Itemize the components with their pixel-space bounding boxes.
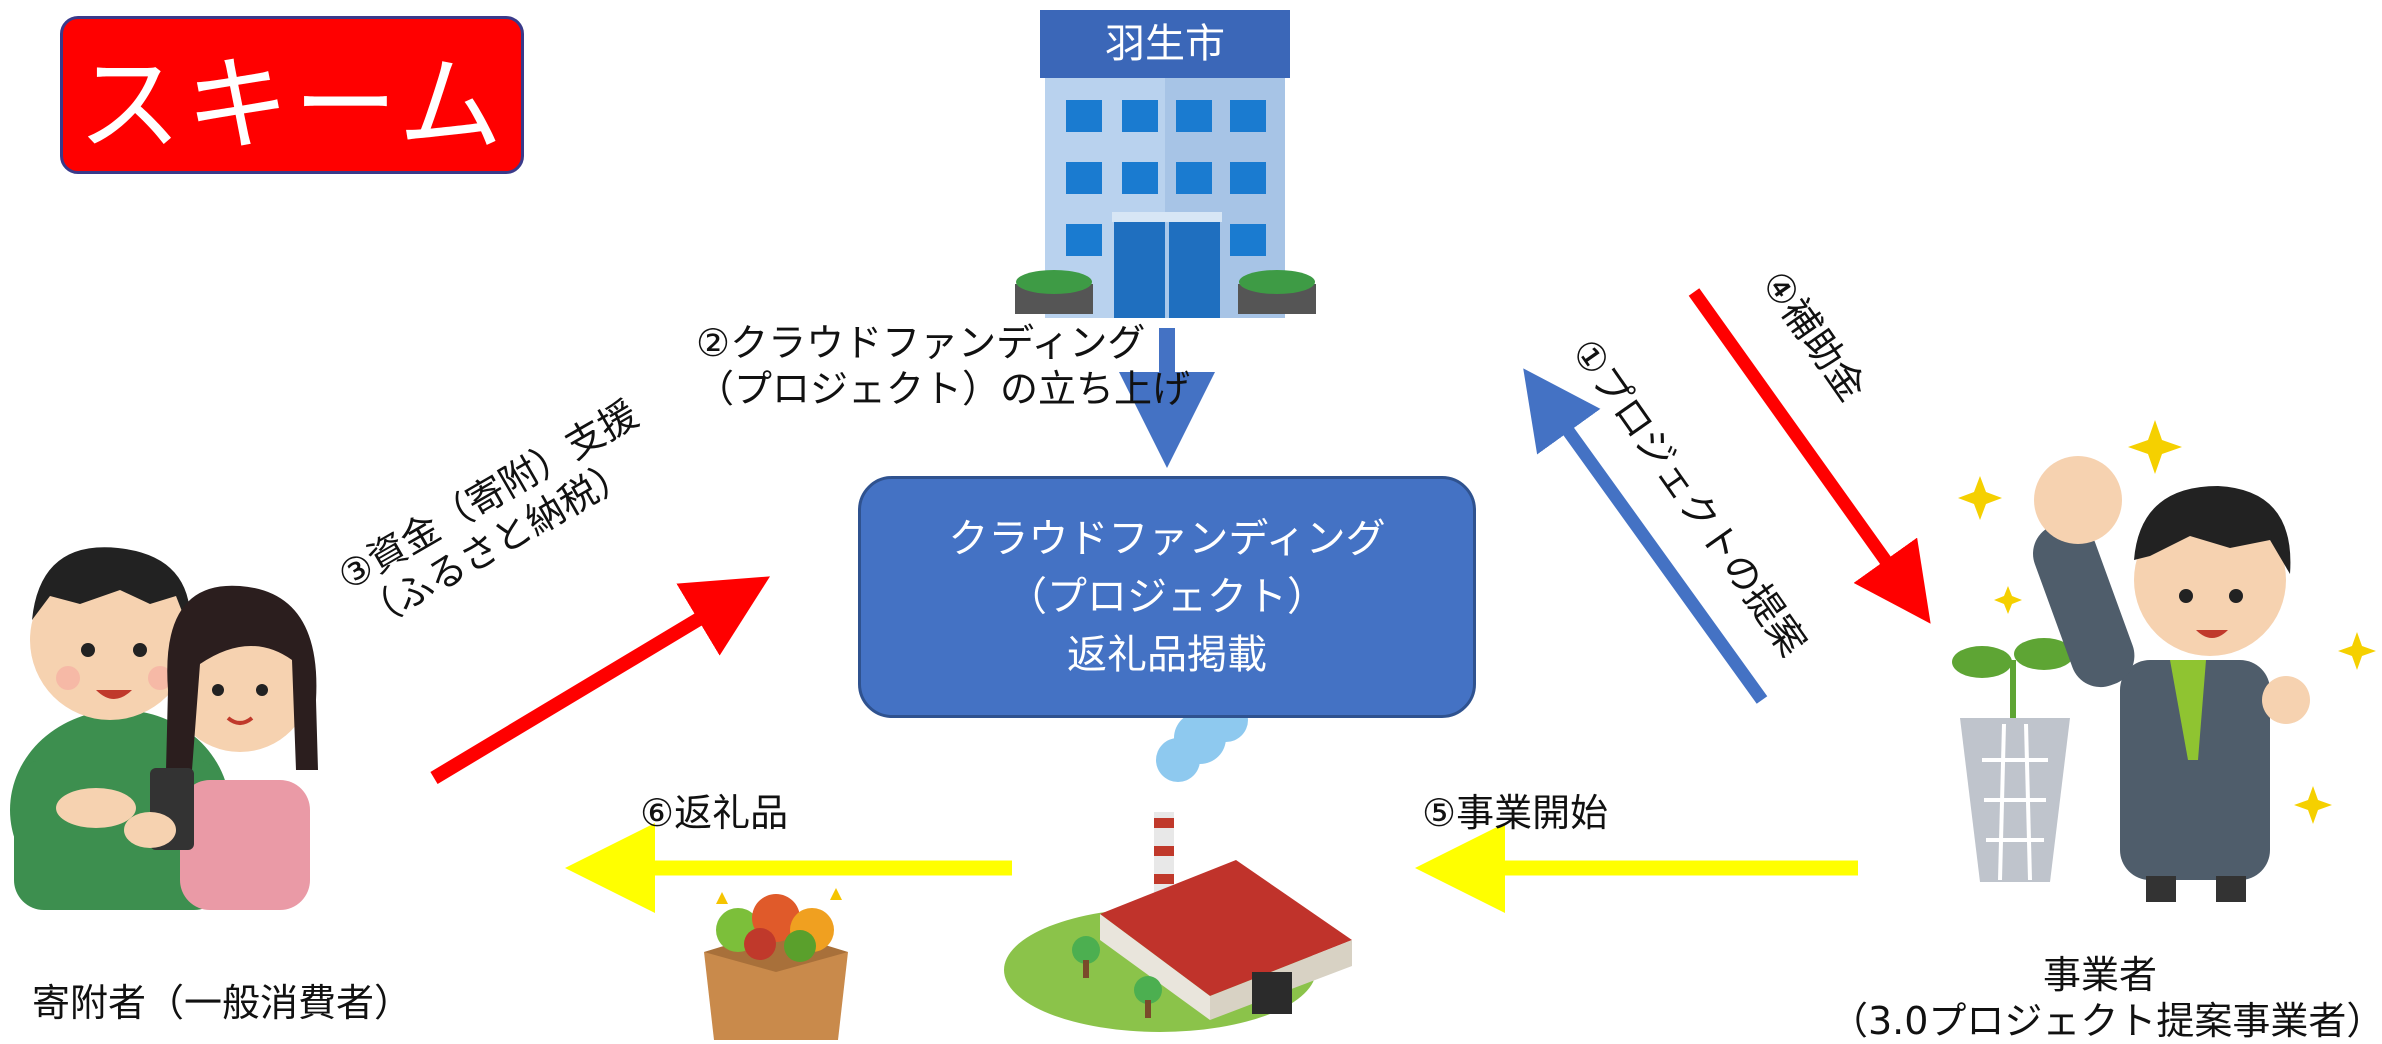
step2-line1: ②クラウドファンディング bbox=[696, 321, 1146, 365]
arrow-step4 bbox=[1688, 288, 1931, 624]
donor-couple-icon bbox=[10, 547, 318, 910]
city-label: 羽生市 bbox=[1105, 21, 1225, 67]
platform-line2: （プロジェクト） bbox=[1007, 574, 1327, 620]
step6-label: ⑥返礼品 bbox=[640, 791, 789, 835]
arrow-step1 bbox=[1523, 368, 1768, 704]
business-line2: （3.0プロジェクト提案事業者） bbox=[1830, 999, 2382, 1043]
gift-box-icon bbox=[704, 888, 848, 1040]
business-label: 事業者 （3.0プロジェクト提案事業者） bbox=[1830, 952, 2382, 1044]
step5-label: ⑤事業開始 bbox=[1422, 791, 1609, 835]
platform-box: クラウドファンディング （プロジェクト） 返礼品掲載 bbox=[858, 476, 1476, 718]
business-line1: 事業者 bbox=[2042, 953, 2157, 997]
arrow-step3 bbox=[430, 576, 771, 785]
scheme-title: スキーム bbox=[77, 43, 507, 166]
city-hall-icon bbox=[1015, 10, 1316, 318]
donor-label: 寄附者（一般消費者） bbox=[32, 981, 413, 1025]
platform-line3: 返礼品掲載 bbox=[1067, 632, 1267, 678]
business-person-icon bbox=[1952, 420, 2376, 902]
step2-label: ②クラウドファンディング （プロジェクト）の立ち上げ bbox=[696, 320, 1190, 412]
factory-icon bbox=[1004, 698, 1352, 1032]
platform-line1: クラウドファンディング bbox=[948, 516, 1386, 562]
step2-line2: （プロジェクト）の立ち上げ bbox=[696, 367, 1191, 411]
scheme-title-box: スキーム bbox=[60, 16, 524, 174]
